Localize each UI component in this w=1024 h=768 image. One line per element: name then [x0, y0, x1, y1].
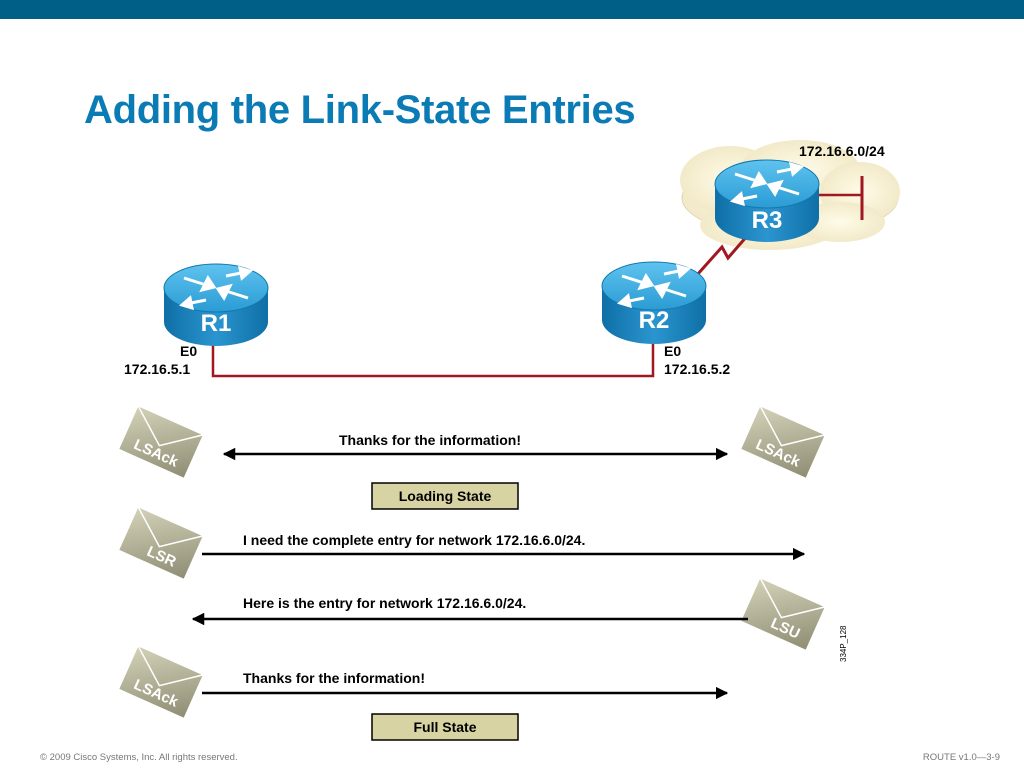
r1-interface-ip: 172.16.5.1	[124, 361, 190, 377]
figure-id: 334P_128	[839, 625, 848, 662]
lsu-envelope-icon: LSU	[739, 576, 827, 652]
loading-state-box: Loading State	[371, 482, 519, 510]
lsr-envelope-icon: LSR	[117, 505, 205, 581]
full-state-label: Full State	[413, 719, 476, 735]
router-r1[interactable]: R1	[163, 263, 269, 346]
message-thanks-1: Thanks for the information!	[339, 432, 521, 448]
lsack-envelope-icon: LSAck	[117, 644, 205, 720]
serial-link-r2-r3	[695, 227, 756, 276]
message-thanks-2: Thanks for the information!	[243, 670, 425, 686]
r2-interface-ip: 172.16.5.2	[664, 361, 730, 377]
r2-interface-name: E0	[664, 343, 681, 359]
r1-interface-name: E0	[180, 343, 197, 359]
router-r1-label: R1	[201, 310, 232, 337]
message-lsu: Here is the entry for network 172.16.6.0…	[243, 595, 526, 611]
router-r3-label: R3	[752, 207, 783, 234]
router-r3[interactable]: R3	[714, 159, 820, 242]
router-arrows-icon	[729, 161, 805, 207]
top-banner	[0, 0, 1024, 19]
router-arrows-icon	[616, 263, 692, 309]
copyright-footer: © 2009 Cisco Systems, Inc. All rights re…	[40, 752, 238, 763]
ethernet-link-r1-r2	[211, 334, 655, 378]
lsack-envelope-icon: LSAck	[739, 404, 827, 480]
router-arrows-icon	[178, 265, 254, 311]
r3-network-label: 172.16.6.0/24	[799, 143, 885, 159]
page-number-footer: ROUTE v1.0—3-9	[922, 752, 1000, 763]
slide-title: Adding the Link-State Entries	[84, 88, 636, 132]
router-r2[interactable]: R2	[601, 261, 707, 344]
loading-state-label: Loading State	[399, 488, 492, 504]
lsack-envelope-icon: LSAck	[117, 404, 205, 480]
full-state-box: Full State	[371, 713, 519, 741]
router-r2-label: R2	[639, 307, 670, 334]
message-lsr: I need the complete entry for network 17…	[243, 532, 585, 548]
